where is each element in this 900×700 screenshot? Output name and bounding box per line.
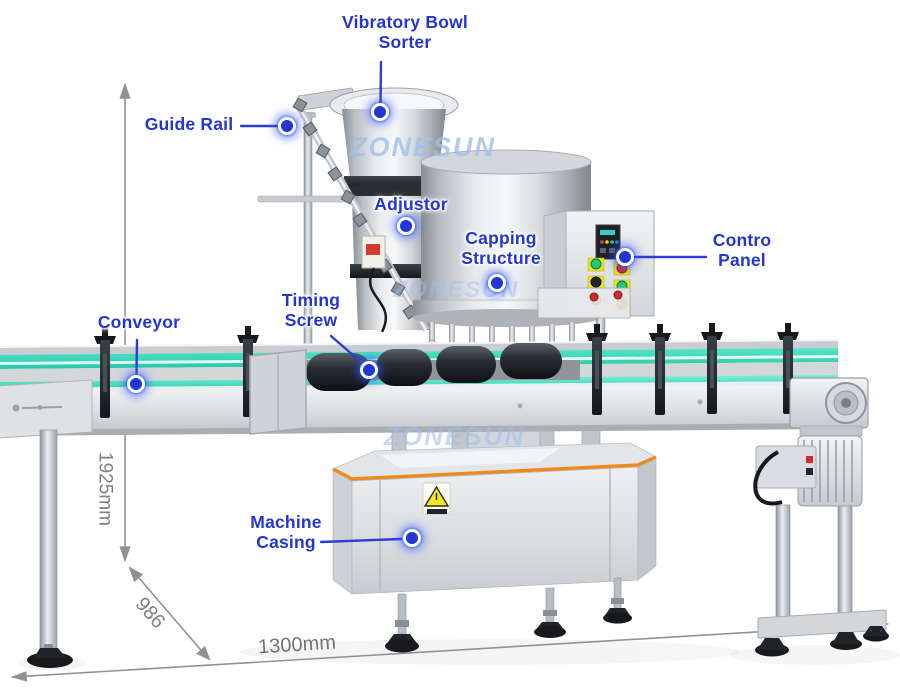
marker-conveyor (127, 375, 145, 393)
watermark: ZONESUN (384, 421, 526, 451)
guide-rail-chute (292, 97, 430, 333)
marker-machine-casing (403, 529, 421, 547)
label-capping-structure: Capping Structure (461, 228, 541, 269)
watermark: ZONESUN (350, 132, 497, 162)
marker-vibratory-bowl-sorter (371, 103, 389, 121)
label-conveyor: Conveyor (97, 312, 181, 332)
dimension-length: 1300mm (257, 631, 337, 659)
label-machine-casing: Machine Casing (250, 512, 322, 553)
marker-timing-screw (360, 361, 378, 379)
label-adjustor: Adjustor (374, 194, 448, 214)
label-guide-rail: Guide Rail (144, 114, 234, 134)
watermark: ZONESUN (393, 276, 520, 302)
dimension-height: 1925mm (94, 452, 116, 526)
marker-guide-rail (278, 117, 296, 135)
vibratory-bowl-sorter-part (257, 87, 459, 367)
drive-motor (753, 377, 889, 657)
marker-adjustor (397, 217, 415, 235)
label-control-panel: Contro Panel (712, 230, 772, 271)
label-vibratory-bowl-sorter: Vibratory Bowl Sorter (342, 12, 468, 53)
conveyor-leg (27, 429, 73, 668)
callout-lines (135, 60, 708, 544)
label-timing-screw: Timing Screw (281, 290, 341, 331)
marker-control-panel (616, 248, 634, 266)
marker-capping-structure (488, 274, 506, 292)
machine-casing-body (332, 442, 657, 653)
